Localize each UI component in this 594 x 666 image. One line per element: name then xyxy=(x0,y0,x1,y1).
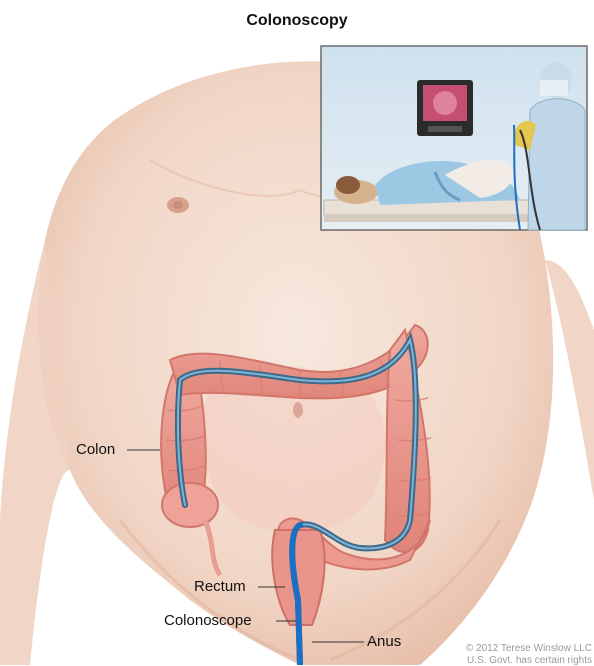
label-colon: Colon xyxy=(76,441,115,458)
procedure-inset xyxy=(321,46,587,230)
copyright-line-2: U.S. Govt. has certain rights xyxy=(467,655,592,666)
label-colonoscope: Colonoscope xyxy=(164,612,252,629)
label-anus: Anus xyxy=(367,633,401,650)
label-rectum: Rectum xyxy=(194,578,246,595)
monitor-icon xyxy=(417,80,473,136)
copyright-line-1: © 2012 Terese Winslow LLC xyxy=(466,643,592,654)
figure-title: Colonoscopy xyxy=(0,12,594,30)
